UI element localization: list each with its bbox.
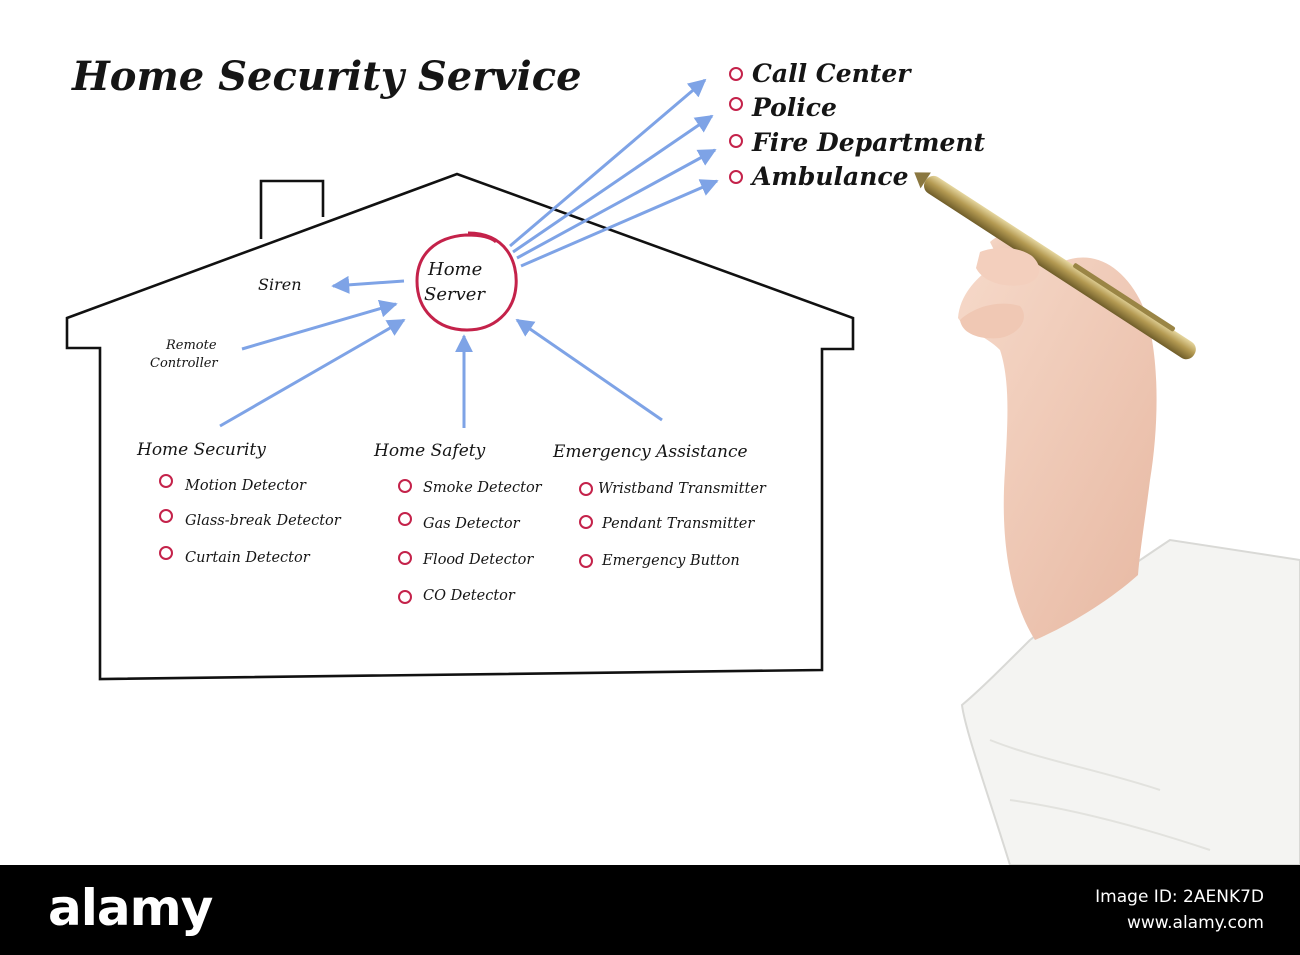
hand-with-pen-illustration <box>914 172 1300 866</box>
house-chimney <box>259 179 325 239</box>
index-finger <box>960 303 1024 339</box>
item-bullet <box>579 482 593 496</box>
arrow-security-to-server <box>219 318 406 428</box>
item-motion-detector: Motion Detector <box>184 478 307 494</box>
home-server-label-line1: Home <box>427 259 482 280</box>
pen <box>914 172 1196 360</box>
pen-clip <box>1073 263 1175 332</box>
item-bullet <box>159 474 173 488</box>
item-glass-break-detector: Glass-break Detector <box>185 513 342 529</box>
item-bullet <box>579 554 593 568</box>
item-gas-detector: Gas Detector <box>423 516 521 532</box>
home-server-label-line2: Server <box>424 284 486 305</box>
arrow-emergency-to-server <box>515 318 663 422</box>
item-wristband-transmitter: Wristband Transmitter <box>598 481 767 497</box>
item-smoke-detector: Smoke Detector <box>423 480 543 496</box>
service-bullet <box>729 67 743 81</box>
item-curtain-detector: Curtain Detector <box>185 550 311 566</box>
siren-label: Siren <box>258 275 302 294</box>
site-url: www.alamy.com <box>1126 913 1264 933</box>
item-pendant-transmitter: Pendant Transmitter <box>601 516 755 532</box>
pen-tip <box>914 172 931 189</box>
arrow-server-to-police <box>512 114 714 254</box>
group-heading-home-safety: Home Safety <box>373 441 486 461</box>
sleeve <box>960 538 1300 866</box>
item-co-detector: CO Detector <box>423 588 516 604</box>
arrow-server-to-ambulance <box>520 179 719 268</box>
item-flood-detector: Flood Detector <box>422 552 534 568</box>
service-bullet <box>729 97 743 111</box>
service-call-center: Call Center <box>752 59 912 88</box>
diagram-canvas: Home Security Service Home Server Siren … <box>65 53 1300 866</box>
group-heading-home-security: Home Security <box>136 440 266 460</box>
item-bullet <box>579 515 593 529</box>
arrow-server-to-fire-department <box>516 148 717 260</box>
item-bullet <box>159 509 173 523</box>
item-emergency-button: Emergency Button <box>601 553 740 569</box>
arrow-server-to-siren <box>331 275 405 294</box>
arrow-server-to-call-center <box>509 78 707 248</box>
diagram-title: Home Security Service <box>71 53 582 100</box>
service-bullet <box>729 134 743 148</box>
service-ambulance: Ambulance <box>750 162 909 191</box>
item-bullet <box>398 590 412 604</box>
service-police: Police <box>751 93 837 122</box>
brand-logo: alamy <box>48 879 213 937</box>
item-bullet <box>159 546 173 560</box>
hand <box>958 257 1157 640</box>
group-heading-emergency-assistance: Emergency Assistance <box>552 442 748 462</box>
sleeve-fold <box>1009 799 1211 851</box>
item-bullet <box>398 512 412 526</box>
home-server-circle <box>415 231 518 332</box>
arrow-remote-to-server <box>241 299 398 351</box>
remote-controller-label-line2: Controller <box>150 356 218 371</box>
sleeve-fold <box>989 739 1161 791</box>
item-bullet <box>398 551 412 565</box>
home-security-diagram: Home Security Service Home Server Siren … <box>65 53 1300 866</box>
pen-body <box>924 175 1196 360</box>
remote-controller-label-line1: Remote <box>165 338 217 353</box>
service-bullet <box>729 170 743 184</box>
item-bullet <box>398 479 412 493</box>
service-fire-department: Fire Department <box>751 128 986 157</box>
watermark-footer: alamy Image ID: 2AENK7D www.alamy.com <box>0 865 1300 955</box>
image-id-label: Image ID: 2AENK7D <box>1095 887 1264 907</box>
thumb <box>976 247 1040 286</box>
house-outline <box>65 172 855 681</box>
